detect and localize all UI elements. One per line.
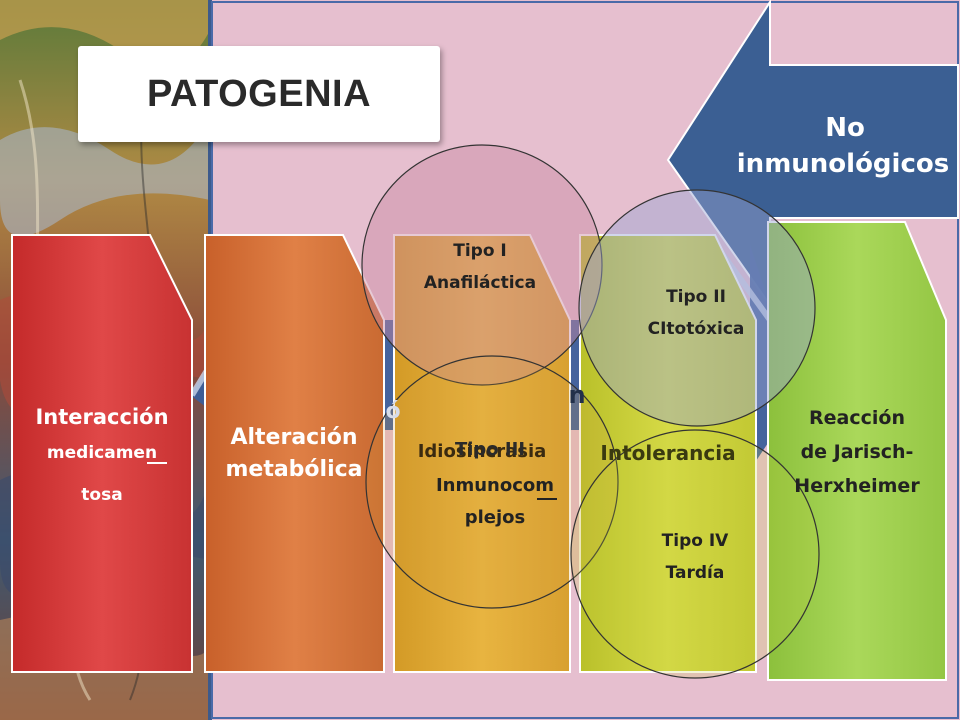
circle-tipo-iv-line1: Tipo IV: [661, 531, 729, 551]
circle-tipo-iii-line1: Tipo III: [454, 439, 526, 460]
step-shape-alteracion: [204, 234, 385, 673]
type-circles: [361, 144, 820, 679]
circle-tipo-ii: [578, 189, 816, 427]
circle-tipo-iii: [365, 355, 619, 609]
no-inmunologicos-label-2: inmunológicos: [736, 149, 950, 179]
step-shape-reaccion: [767, 221, 947, 681]
step-interaccion-underline: [147, 462, 167, 464]
step-idiosincrasia: Idiosincrasia: [417, 441, 547, 462]
circle-tipo-i-line2: Anafiláctica: [423, 273, 537, 293]
step-alteracion-line1: Alteración: [230, 425, 358, 450]
circle-tipo-iii-line2: Inmunocom: [435, 475, 555, 496]
process-steps: [11, 221, 947, 681]
step-shape-interaccion: [11, 234, 193, 673]
step-shape-idiosincrasia: [393, 234, 571, 673]
hidden-arrow-text-left: ó: [385, 399, 401, 424]
step-reaccion-line1: Reacción: [809, 407, 905, 429]
step-interaccion-line3: tosa: [81, 485, 123, 505]
step-interaccion-line2: medicamen: [46, 443, 158, 463]
no-inmunologicos-label-1: No: [825, 113, 865, 143]
circle-tipo-iv: [570, 429, 820, 679]
step-reaccion-line3: Herxheimer: [794, 475, 920, 497]
circle-tipo-ii-line1: Tipo II: [666, 287, 726, 307]
step-interaccion-line1: Interacción: [35, 405, 169, 429]
no-inmunologicos-arrow: [666, 0, 959, 309]
circle-tipo-i-line1: Tipo I: [453, 241, 507, 261]
circle-tipo-i: [361, 144, 603, 386]
step-intolerancia: Intolerancia: [600, 441, 736, 465]
circle-tipo-iii-underline: [537, 498, 557, 500]
circle-tipo-iii-line3: plejos: [464, 507, 526, 528]
hidden-arrow-text-right: n: [568, 381, 586, 409]
title-box: PATOGENIA: [78, 46, 440, 142]
slide-title: PATOGENIA: [146, 73, 372, 115]
step-alteracion-line2: metabólica: [225, 457, 363, 482]
circle-tipo-iv-line2: Tardía: [665, 563, 725, 583]
circle-tipo-ii-line2: CItotóxica: [647, 319, 745, 339]
step-reaccion-line2: de Jarisch-: [800, 441, 914, 463]
